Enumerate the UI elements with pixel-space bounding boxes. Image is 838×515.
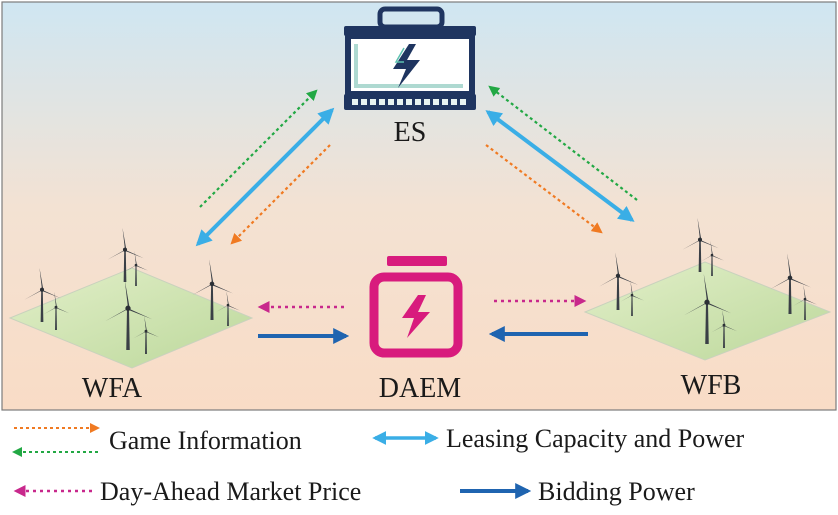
market-battery-icon: [369, 256, 463, 358]
es-wfb-arrows: [485, 85, 638, 234]
es-label: ES: [394, 117, 427, 148]
es-wfa-arrows: [195, 89, 335, 247]
leasing-capacity-arrow: [195, 107, 335, 247]
leasing-capacity-arrow: [485, 110, 635, 222]
daem-label: DAEM: [379, 373, 462, 404]
legend: Game Information Leasing Capacity and Po…: [12, 423, 745, 506]
legend-game-information: Game Information: [109, 426, 302, 455]
legend-day-ahead-price: Day-Ahead Market Price: [100, 477, 361, 506]
wfb-label: WFB: [681, 370, 742, 401]
wfa-label: WFA: [82, 373, 143, 404]
wfa-wind-farm: [8, 227, 254, 369]
legend-bidding-power: Bidding Power: [538, 477, 695, 506]
wfa-ground-tile: [8, 267, 254, 369]
battery-icon: [344, 6, 476, 110]
game-information-arrow: [230, 144, 331, 245]
legend-leasing-capacity: Leasing Capacity and Power: [446, 424, 745, 453]
game-information-arrow: [485, 144, 603, 234]
wfb-wind-farm: [583, 217, 832, 361]
daem-wf-arrows: [257, 295, 588, 344]
